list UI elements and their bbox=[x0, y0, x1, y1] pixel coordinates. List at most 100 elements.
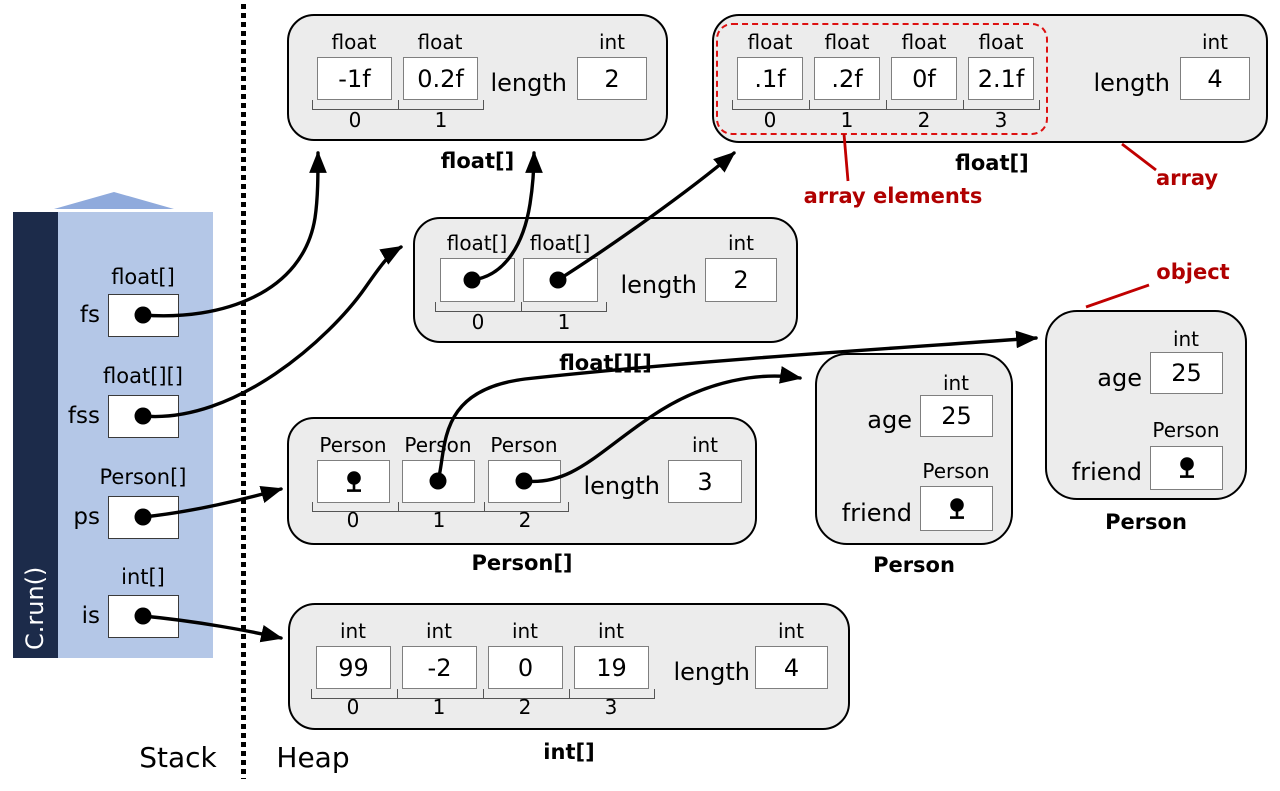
field-type-label: int bbox=[1172, 327, 1200, 351]
object-callout-line bbox=[1085, 283, 1150, 309]
stack-var-fs-name: fs bbox=[79, 302, 100, 328]
array-cell: 99 bbox=[316, 646, 391, 689]
cell-index: 1 bbox=[434, 108, 448, 132]
cell-type-label: float bbox=[901, 30, 947, 54]
cell-type-label: float bbox=[747, 30, 793, 54]
stack-var-is-type: int[] bbox=[121, 565, 165, 589]
box-caption: float[][] bbox=[559, 351, 652, 375]
cell-value: .2f bbox=[831, 64, 863, 93]
array-cell: -2 bbox=[402, 646, 477, 689]
length-cell: 4 bbox=[1180, 57, 1250, 100]
cell-index: 0 bbox=[471, 310, 485, 334]
cell-value: -2 bbox=[427, 653, 452, 682]
cell-type-label: float bbox=[978, 30, 1024, 54]
stack-frame-strip bbox=[13, 212, 58, 658]
box-caption: Person bbox=[873, 553, 955, 577]
cell-type-label: float bbox=[417, 30, 463, 54]
length-type-label: int bbox=[1201, 30, 1229, 54]
index-bracket bbox=[397, 689, 483, 699]
length-type-label: int bbox=[691, 433, 719, 457]
length-label: length bbox=[583, 472, 661, 500]
cell-index: 2 bbox=[518, 695, 532, 719]
cell-value: 99 bbox=[338, 653, 369, 682]
stack-var-fss-name: fss bbox=[67, 403, 100, 429]
array-cell-pointer bbox=[440, 258, 515, 302]
cell-value: .1f bbox=[754, 64, 786, 93]
cell-index: 2 bbox=[917, 108, 931, 132]
length-cell: 4 bbox=[755, 646, 828, 689]
length-cell: 2 bbox=[705, 258, 777, 302]
array-cell: 0 bbox=[488, 646, 563, 689]
array-cell: .2f bbox=[814, 57, 880, 100]
field-name: age bbox=[867, 406, 912, 434]
cell-type-label: int bbox=[597, 619, 625, 643]
array-elements-outline bbox=[716, 23, 1048, 135]
array-cell-null bbox=[317, 460, 390, 503]
length-type-label: int bbox=[777, 619, 805, 643]
cell-type-label: float bbox=[331, 30, 377, 54]
field-name: friend bbox=[1071, 458, 1142, 486]
index-bracket bbox=[312, 502, 398, 512]
index-bracket bbox=[311, 689, 397, 699]
cell-index: 2 bbox=[518, 508, 532, 532]
length-label: length bbox=[620, 271, 698, 299]
null-pointer-icon bbox=[1151, 447, 1222, 489]
length-cell: 2 bbox=[577, 57, 647, 100]
box-caption: Person bbox=[1105, 510, 1187, 534]
index-bracket bbox=[435, 302, 521, 312]
index-bracket bbox=[809, 100, 886, 110]
stack-var-is-name: is bbox=[81, 603, 100, 629]
length-value: 3 bbox=[697, 467, 713, 496]
cell-value: 0f bbox=[912, 64, 936, 93]
stack-var-fs-box bbox=[108, 294, 179, 337]
stack-var-is-box bbox=[108, 595, 179, 638]
stack-var-fs-type: float[] bbox=[111, 265, 175, 289]
field-name: age bbox=[1097, 364, 1142, 392]
cell-index: 1 bbox=[432, 695, 446, 719]
cell-value: 0.2f bbox=[417, 64, 464, 93]
index-bracket bbox=[484, 502, 569, 512]
field-cell-null bbox=[920, 486, 993, 531]
array-cell-pointer bbox=[402, 460, 475, 503]
stack-region-label: Stack bbox=[139, 741, 217, 774]
stack-var-ps-box bbox=[108, 496, 179, 539]
field-type-label: int bbox=[942, 371, 970, 395]
cell-value: 2.1f bbox=[977, 64, 1025, 93]
null-pointer-icon bbox=[318, 461, 389, 502]
cell-index: 0 bbox=[346, 695, 360, 719]
cell-type-label: int bbox=[425, 619, 453, 643]
length-value: 2 bbox=[733, 266, 749, 294]
box-caption: Person[] bbox=[471, 551, 573, 575]
cell-value: 0 bbox=[517, 653, 534, 682]
array-cell: -1f bbox=[317, 57, 392, 100]
field-cell: 25 bbox=[1150, 352, 1223, 394]
index-bracket bbox=[483, 689, 569, 699]
field-name: friend bbox=[841, 499, 912, 527]
field-cell-null bbox=[1150, 446, 1223, 490]
cell-type-label: int bbox=[339, 619, 367, 643]
cell-index: 1 bbox=[432, 508, 446, 532]
cell-type-label: int bbox=[511, 619, 539, 643]
index-bracket bbox=[398, 502, 484, 512]
cell-type-label: float bbox=[824, 30, 870, 54]
cell-index: 1 bbox=[840, 108, 854, 132]
field-value: 25 bbox=[1171, 359, 1202, 387]
index-bracket bbox=[312, 100, 398, 110]
field-type-label: Person bbox=[922, 459, 990, 483]
index-bracket bbox=[569, 689, 655, 699]
length-value: 4 bbox=[1207, 64, 1223, 93]
annotation-array: array bbox=[1155, 166, 1219, 190]
cell-index: 0 bbox=[346, 508, 360, 532]
length-label: length bbox=[490, 69, 568, 97]
cell-type-label: Person bbox=[490, 433, 558, 457]
null-pointer-icon bbox=[921, 487, 992, 530]
length-type-label: int bbox=[727, 231, 755, 255]
box-caption: float[] bbox=[955, 151, 1029, 175]
stack-var-ps-name: ps bbox=[73, 504, 100, 530]
index-bracket bbox=[521, 302, 607, 312]
cell-type-label: Person bbox=[319, 433, 387, 457]
cell-index: 0 bbox=[763, 108, 777, 132]
array-cell: 0f bbox=[891, 57, 957, 100]
length-cell: 3 bbox=[668, 460, 742, 503]
array-cell: .1f bbox=[737, 57, 803, 100]
